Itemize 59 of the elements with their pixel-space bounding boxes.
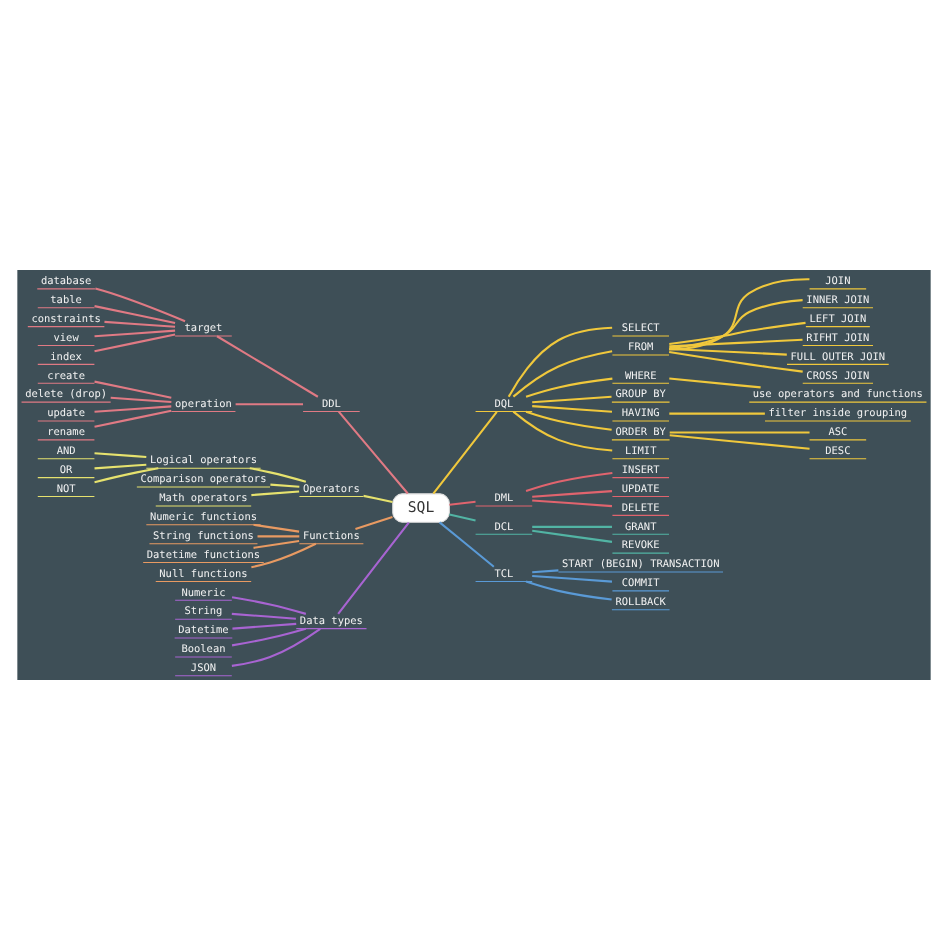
connector (251, 489, 300, 496)
connector (231, 611, 296, 619)
connector (94, 328, 176, 337)
connector (512, 409, 613, 451)
connector (669, 411, 765, 414)
connector (669, 298, 803, 348)
connector (669, 337, 803, 347)
connector (249, 466, 307, 482)
connector (507, 325, 613, 397)
connector (231, 595, 307, 614)
connector (231, 626, 321, 666)
connector (94, 332, 176, 352)
connector (669, 346, 787, 355)
connector (449, 499, 476, 505)
connector (337, 520, 410, 614)
connector (94, 379, 172, 398)
connector (94, 451, 147, 457)
connector (110, 395, 172, 403)
connector (532, 489, 613, 497)
connector (94, 408, 172, 427)
connector (525, 409, 612, 430)
connector (231, 626, 307, 646)
connector (216, 334, 319, 397)
connector (532, 524, 612, 527)
connector (525, 376, 613, 397)
connector (94, 404, 172, 412)
connector (669, 320, 806, 345)
connector (525, 471, 613, 492)
connector (525, 579, 612, 600)
connector (94, 466, 159, 483)
connector (355, 514, 393, 529)
connector (532, 498, 613, 507)
connector (235, 402, 303, 405)
connector (257, 534, 300, 537)
connector (363, 493, 393, 503)
connector (270, 482, 300, 487)
connector (251, 541, 317, 568)
connector (95, 286, 186, 322)
connector (432, 410, 498, 494)
connector (253, 522, 300, 532)
connector (253, 539, 300, 548)
connector (232, 621, 297, 629)
connector (512, 349, 613, 397)
connector (669, 430, 810, 433)
connector (94, 304, 176, 324)
connector (669, 277, 810, 350)
connector (669, 376, 761, 388)
connector (532, 394, 612, 403)
connector (668, 350, 803, 372)
connector (532, 528, 613, 542)
connector (337, 410, 409, 494)
connector (104, 319, 176, 327)
connector (669, 433, 810, 449)
connector (532, 404, 613, 412)
connector (449, 512, 476, 521)
connector (94, 462, 147, 469)
connector (438, 520, 495, 567)
connector (532, 573, 613, 582)
connector (532, 568, 559, 573)
